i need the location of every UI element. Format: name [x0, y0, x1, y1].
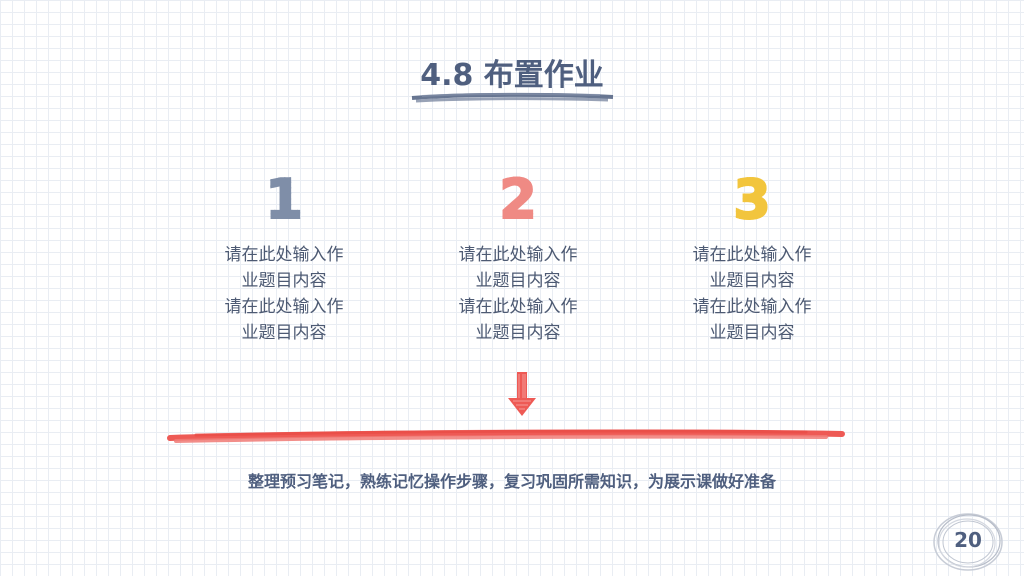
sketch-circle [933, 513, 1003, 571]
title-underline-brush [411, 92, 614, 103]
assignment-text-2: 请在此处输入作 业题目内容 请在此处输入作 业题目内容 [458, 245, 578, 343]
assignment-text-1: 请在此处输入作 业题目内容 请在此处输入作 业题目内容 [224, 245, 344, 343]
slide-title: 4.8 布置作业 [420, 58, 604, 93]
assignment-text-3: 请在此处输入作 业题目内容 请在此处输入作 业题目内容 [692, 245, 812, 343]
assignment-column-3: 3 请在此处输入作 业题目内容 请在此处输入作 业题目内容 [652, 167, 852, 346]
down-arrow-icon [508, 372, 536, 416]
number-two: 2 [498, 167, 538, 232]
assignment-column-1: 1 请在此处输入作 业题目内容 请在此处输入作 业题目内容 [184, 167, 384, 346]
red-brush-stroke [167, 429, 845, 443]
assignment-column-2: 2 请在此处输入作 业题目内容 请在此处输入作 业题目内容 [418, 167, 618, 346]
number-one: 1 [264, 167, 304, 232]
page-number: 20 [954, 528, 982, 552]
number-three: 3 [732, 167, 772, 232]
summary-text: 整理预习笔记，熟练记忆操作步骤，复习巩固所需知识，为展示课做好准备 [247, 472, 776, 491]
